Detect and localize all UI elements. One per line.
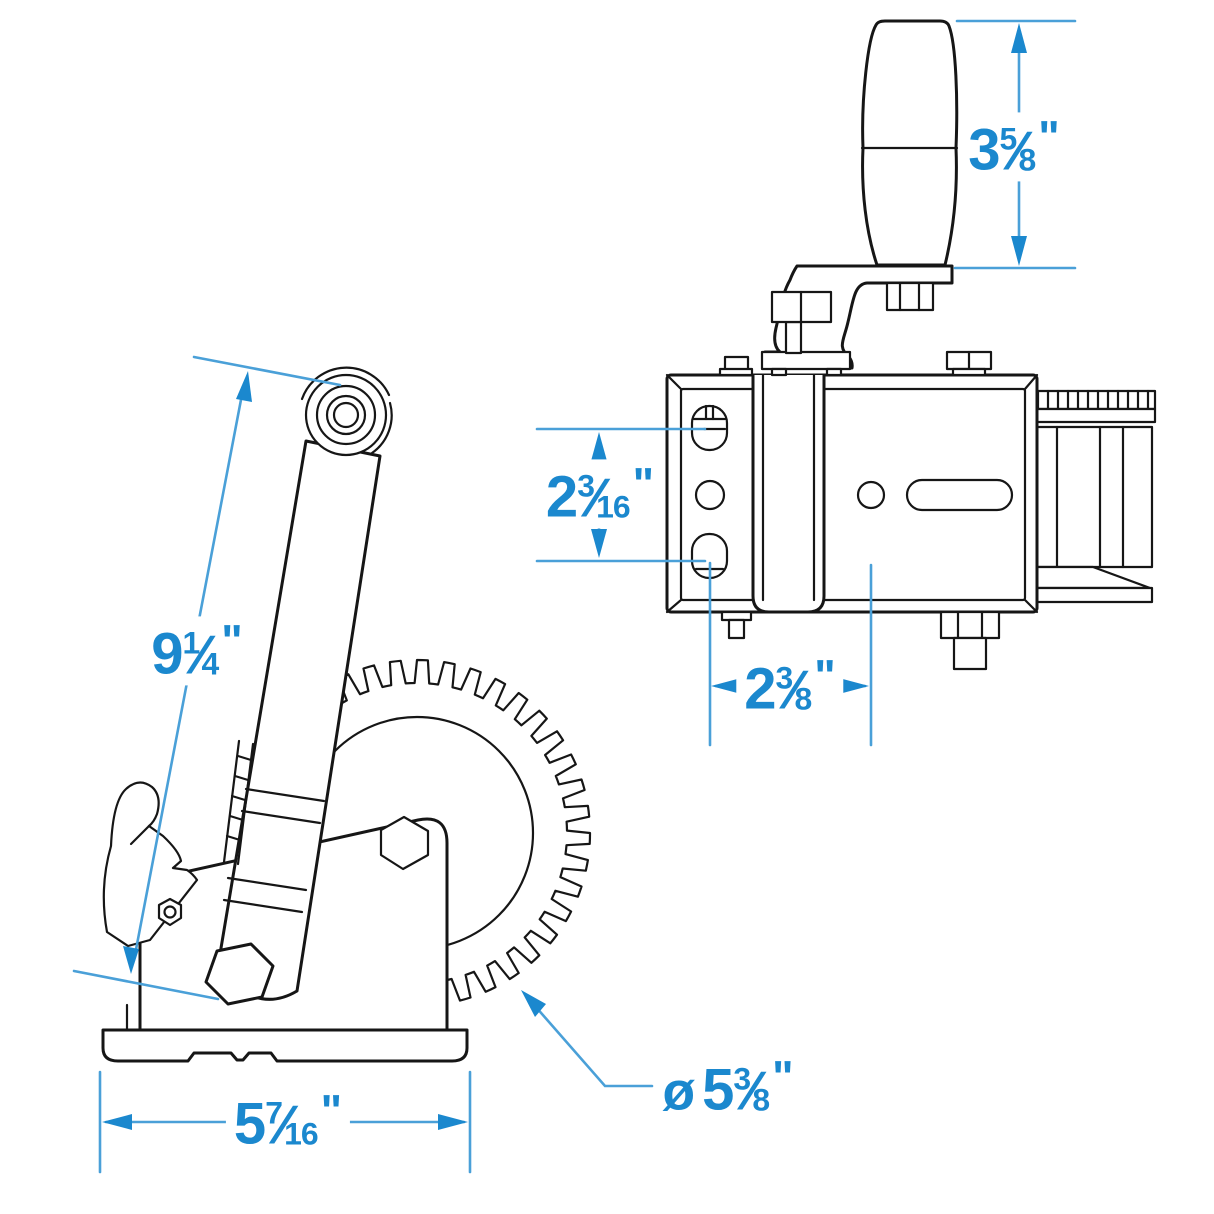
fraction-slash: ⁄ [789, 658, 798, 721]
middle-hole [694, 479, 726, 511]
dimension-value: 9 [151, 621, 183, 687]
washer-foot [825, 367, 843, 377]
bracket-washer [760, 350, 852, 371]
spool-gear-flange [1026, 407, 1157, 424]
handle-knob [300, 366, 393, 457]
body-top-left-bolt-flange [718, 367, 754, 377]
dimension-value: 2 [744, 656, 776, 722]
arm-bands [222, 787, 326, 914]
dimension-hole-spacing: 23⁄16" [537, 458, 663, 530]
diameter-symbol: ø [662, 1062, 695, 1122]
winch-body-inner-frame [679, 387, 1027, 602]
dimension-grip-length: 35⁄8" [960, 111, 1068, 183]
dimension-lines [72, 19, 1077, 1174]
base-plate [101, 1028, 469, 1063]
washer-foot [770, 367, 788, 377]
inch-mark: " [772, 1051, 794, 1103]
spool-drum [1033, 425, 1154, 569]
body-bottom-left-bolt-stem [727, 618, 746, 640]
spool-assembly [1026, 389, 1157, 604]
body-bottom-right-bolt [939, 610, 1001, 640]
ratchet-strip [222, 739, 255, 866]
fraction-slash: ⁄ [1013, 119, 1022, 182]
fraction-slash: ⁄ [278, 1093, 288, 1156]
inch-mark: " [1038, 111, 1060, 163]
side-view [101, 366, 592, 1063]
pawl-nut-hole [163, 905, 177, 919]
dimension-base-width: 57⁄16" [225, 1085, 351, 1157]
fraction-slash: ⁄ [196, 623, 205, 686]
mounting-holes [690, 404, 729, 580]
handle-grip [861, 19, 959, 267]
winch-strap [751, 375, 826, 614]
dimension-value: 2 [545, 464, 578, 530]
body-top-right-bolt-flange [951, 367, 987, 377]
gear-axle-hex-bolt [379, 815, 430, 871]
inch-mark: " [221, 615, 243, 667]
spool-bracket-wedge [1033, 565, 1152, 590]
inch-mark: " [632, 458, 655, 510]
body-bottom-left-bolt [720, 610, 753, 622]
body-round-hole [856, 480, 886, 510]
dimension-value: 5 [702, 1057, 734, 1123]
body-corner-bevels [665, 373, 1039, 614]
fraction-slash: ⁄ [590, 466, 600, 529]
dimension-value: 5 [233, 1091, 266, 1157]
fraction-slash: ⁄ [747, 1059, 756, 1122]
front-view [665, 19, 1157, 671]
arm-pivot-hex-bolt [204, 942, 275, 1006]
inch-mark: " [814, 650, 836, 702]
dimension-mount-hole-offset: 23⁄8" [736, 650, 844, 722]
wing-bolt-stem [784, 320, 803, 355]
body-bottom-right-bolt-stem [952, 636, 988, 671]
dimension-handle-length: 91⁄4" [143, 615, 251, 687]
inch-mark: " [320, 1085, 343, 1137]
pawl-hex-nut [157, 897, 183, 927]
bracket-hex-bolt [885, 281, 935, 312]
spool-bracket-plate [1033, 586, 1154, 604]
body-slot-hole [905, 478, 1014, 512]
dimension-value: 3 [968, 117, 1000, 183]
pawl-inner-line [129, 824, 151, 846]
